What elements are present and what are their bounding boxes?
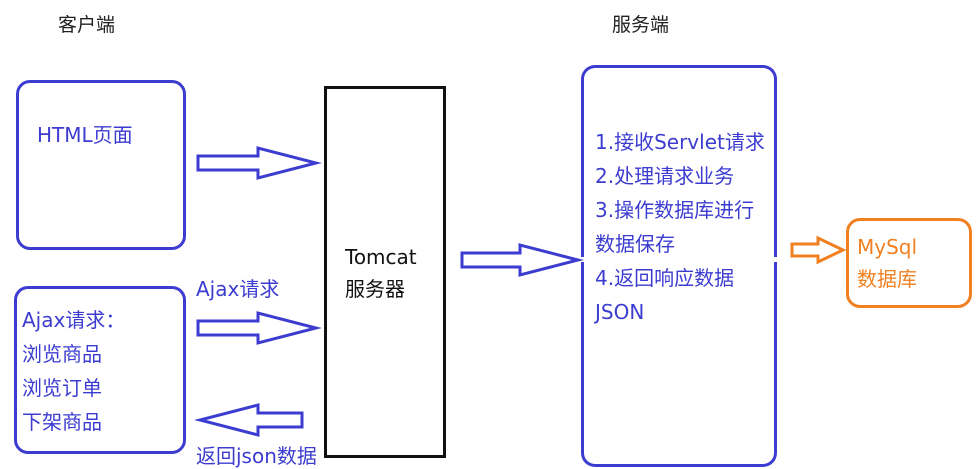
ajax-request-box: Ajax请求： 浏览商品 浏览订单 下架商品: [14, 286, 186, 454]
server-heading: 服务端: [612, 14, 670, 36]
arrow-tomcat-return-json: [194, 403, 304, 437]
tomcat-line-server: 服务器: [345, 277, 405, 301]
server-step-4-cont: JSON: [595, 300, 645, 324]
ajax-request-lines: Ajax请求： 浏览商品 浏览订单 下架商品: [22, 303, 125, 439]
ajax-line-delist-goods: 下架商品: [22, 410, 102, 434]
client-heading: 客户端: [58, 14, 116, 36]
server-step-1: 1.接收Servlet请求: [595, 130, 765, 154]
server-step-3-cont: 数据保存: [595, 232, 675, 256]
database-label: MySql 数据库: [857, 231, 917, 295]
arrow-ajax-to-tomcat: [196, 311, 322, 345]
database-line-type: 数据库: [857, 267, 917, 291]
tomcat-server-box: Tomcat 服务器: [324, 86, 446, 458]
server-steps: 1.接收Servlet请求 2.处理请求业务 3.操作数据库进行 数据保存 4.…: [595, 125, 765, 329]
ajax-line-browse-orders: 浏览订单: [22, 376, 102, 400]
ajax-line-title: Ajax请求：: [22, 308, 126, 332]
server-step-2: 2.处理请求业务: [595, 164, 735, 188]
server-step-4: 4.返回响应数据: [595, 266, 735, 290]
arrow-server-to-database: [790, 235, 847, 265]
tomcat-line-name: Tomcat: [345, 245, 417, 269]
database-line-name: MySql: [857, 235, 918, 259]
ajax-line-browse-goods: 浏览商品: [22, 342, 102, 366]
tomcat-label: Tomcat 服务器: [345, 241, 417, 305]
html-page-box: HTML页面: [16, 80, 186, 250]
return-json-arrow-label: 返回json数据: [196, 444, 317, 468]
arrow-tomcat-to-server: [460, 243, 584, 277]
ajax-request-arrow-label: Ajax请求: [196, 277, 280, 301]
arrow-html-to-tomcat: [196, 146, 322, 180]
html-page-label: HTML页面: [37, 123, 133, 147]
server-step-3: 3.操作数据库进行: [595, 198, 755, 222]
server-box-top: [581, 65, 777, 257]
database-box: MySql 数据库: [846, 218, 972, 308]
server-box-bottom: [581, 262, 777, 467]
